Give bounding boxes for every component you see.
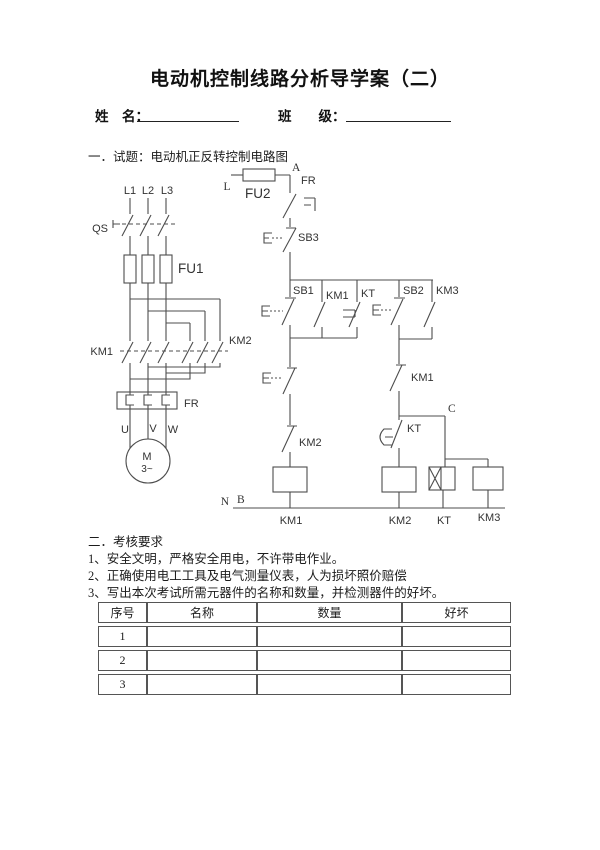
label-km2-power: KM2 <box>229 335 252 347</box>
requirement-item: 2、正确使用电工工具及电气测量仪表，人为损坏照价赔偿 <box>88 569 407 583</box>
label-fr-power: FR <box>184 398 199 410</box>
class-label: 班 级： <box>278 109 346 124</box>
sb2-button <box>372 280 405 339</box>
cell-index: 1 <box>98 626 147 647</box>
header-condition: 好坏 <box>402 602 511 623</box>
interlock-button-nc <box>262 338 297 395</box>
label-qs: QS <box>92 223 108 235</box>
class-blank-line <box>346 121 451 122</box>
header-index: 序号 <box>98 602 147 623</box>
label-km1-nc: KM1 <box>411 372 434 384</box>
requirement-item: 3、写出本次考试所需元器件的名称和数量，并检测器件的好坏。 <box>88 586 445 600</box>
power-phase-lines <box>129 198 167 214</box>
label-fu2: FU2 <box>245 186 271 201</box>
label-kt-no: KT <box>361 288 375 300</box>
control-top-bus <box>289 252 433 281</box>
qs-switch <box>112 214 176 255</box>
kt-no-contact <box>343 280 361 338</box>
km3-coil <box>472 466 504 491</box>
label-fr-control: FR <box>301 175 316 187</box>
fr-thermal-relay <box>116 391 178 410</box>
label-l1: L1 <box>124 185 136 197</box>
page-title: 电动机控制线路分析导学案（二） <box>149 69 450 90</box>
label-node-b: B <box>237 494 245 506</box>
label-v: V <box>149 423 157 435</box>
cell-index: 3 <box>98 674 147 695</box>
cell-name <box>147 650 257 671</box>
cell-quantity <box>257 626 402 647</box>
label-l: L <box>223 181 230 193</box>
km1-coil <box>272 466 308 493</box>
section1-heading: 一．试题：电动机正反转控制电路图 <box>88 150 289 164</box>
fu1-fuses <box>123 254 173 284</box>
kt-coil <box>428 466 456 491</box>
kt-delay-contact <box>379 416 403 467</box>
label-coil-km1: KM1 <box>280 515 303 527</box>
label-km3-no: KM3 <box>436 285 459 297</box>
label-sb1: SB1 <box>293 285 314 297</box>
label-coil-kt: KT <box>437 515 451 527</box>
label-node-a: A <box>292 162 301 174</box>
cell-quantity <box>257 674 402 695</box>
table-row: 2 <box>98 650 511 671</box>
cell-name <box>147 626 257 647</box>
label-node-c: C <box>448 403 456 415</box>
table-row: 3 <box>98 674 511 695</box>
component-table: 序号 名称 数量 好坏 1 2 3 <box>98 599 511 698</box>
sb1-start-button <box>261 280 296 338</box>
wire-a <box>275 174 291 193</box>
label-w: W <box>168 424 179 436</box>
header-name: 名称 <box>147 602 257 623</box>
label-coil-km2: KM2 <box>389 515 412 527</box>
label-km1-no: KM1 <box>326 290 349 302</box>
reversing-crossover-top <box>129 283 221 341</box>
label-km2-nc: KM2 <box>299 437 322 449</box>
cell-condition <box>402 650 511 671</box>
label-sb2: SB2 <box>403 285 424 297</box>
label-u: U <box>121 424 129 436</box>
km1-nc-interlock-contact <box>389 339 406 416</box>
km3-aux-no-contact <box>423 280 436 339</box>
km1-aux-no-contact <box>313 280 326 338</box>
motor-leads <box>129 409 167 448</box>
name-label: 姓 名： <box>95 109 149 124</box>
cell-index: 2 <box>98 650 147 671</box>
sb3-stop-button <box>263 227 297 253</box>
fu2-fuse <box>242 168 276 182</box>
km2-coil <box>381 466 417 493</box>
circuit-labels: L1 L2 L3 QS FU1 KM1 KM2 FR U V W M 3~ L … <box>90 162 500 527</box>
motor <box>125 438 171 484</box>
name-blank-line <box>137 121 239 122</box>
reversing-crossover-bottom <box>129 363 221 392</box>
cell-condition <box>402 626 511 647</box>
label-sb3: SB3 <box>298 232 319 244</box>
table-header-row: 序号 名称 数量 好坏 <box>98 602 511 623</box>
km2-main-contacts <box>181 341 224 364</box>
label-coil-km3: KM3 <box>478 512 501 524</box>
label-motor-phase: 3~ <box>141 464 153 475</box>
cell-name <box>147 674 257 695</box>
c-branch-wires <box>444 416 489 467</box>
cell-quantity <box>257 650 402 671</box>
label-node-n: N <box>221 496 230 508</box>
cell-condition <box>402 674 511 695</box>
section2-heading: 二．考核要求 <box>88 535 164 549</box>
requirement-item: 1、安全文明，严格安全用电，不许带电作业。 <box>88 552 345 566</box>
label-km1-power: KM1 <box>90 346 113 358</box>
label-fu1: FU1 <box>178 261 204 276</box>
fr-nc-contact <box>282 193 316 219</box>
header-quantity: 数量 <box>257 602 402 623</box>
table-row: 1 <box>98 626 511 647</box>
km1-main-contacts <box>121 341 170 364</box>
label-motor: M <box>142 451 151 463</box>
km2-nc-interlock-contact <box>281 394 297 467</box>
label-kt-delay: KT <box>407 423 421 435</box>
label-l2: L2 <box>142 185 154 197</box>
label-l3: L3 <box>161 185 173 197</box>
